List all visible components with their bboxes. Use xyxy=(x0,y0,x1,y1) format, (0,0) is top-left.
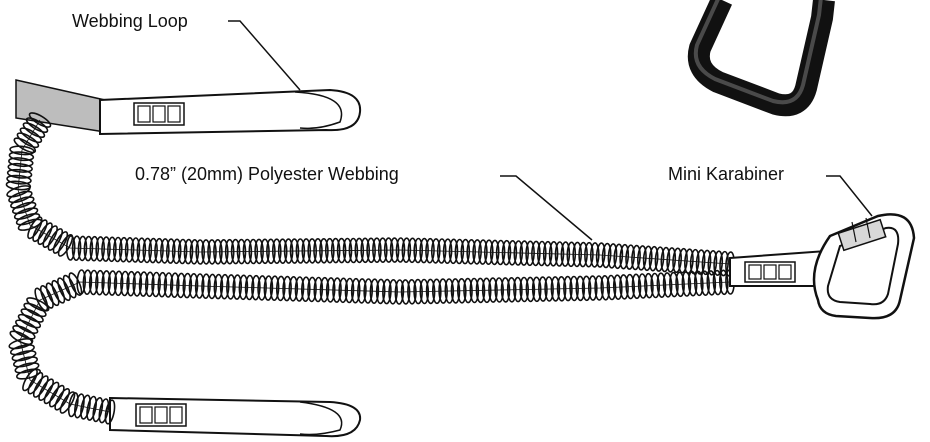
mini-karabiner-icon xyxy=(814,214,914,318)
polyester-webbing-label: 0.78” (20mm) Polyester Webbing xyxy=(135,165,399,183)
stitch-pattern-icon xyxy=(745,262,795,282)
coil-loop-core xyxy=(20,282,730,412)
leader-mini-karabiner xyxy=(826,176,872,216)
stitch-pattern-icon xyxy=(134,103,184,125)
webbing-loop-label: Webbing Loop xyxy=(72,12,188,30)
mini-karabiner-label: Mini Karabiner xyxy=(668,165,784,183)
webbing-loop-bottom xyxy=(110,398,360,436)
large-karabiner-icon xyxy=(696,0,824,105)
bungee-webbing xyxy=(6,110,735,424)
stitch-pattern-icon xyxy=(136,404,186,426)
webbing-loop-top xyxy=(100,90,360,134)
leader-webbing-loop xyxy=(228,21,300,90)
leader-polyester-webbing xyxy=(500,176,592,240)
